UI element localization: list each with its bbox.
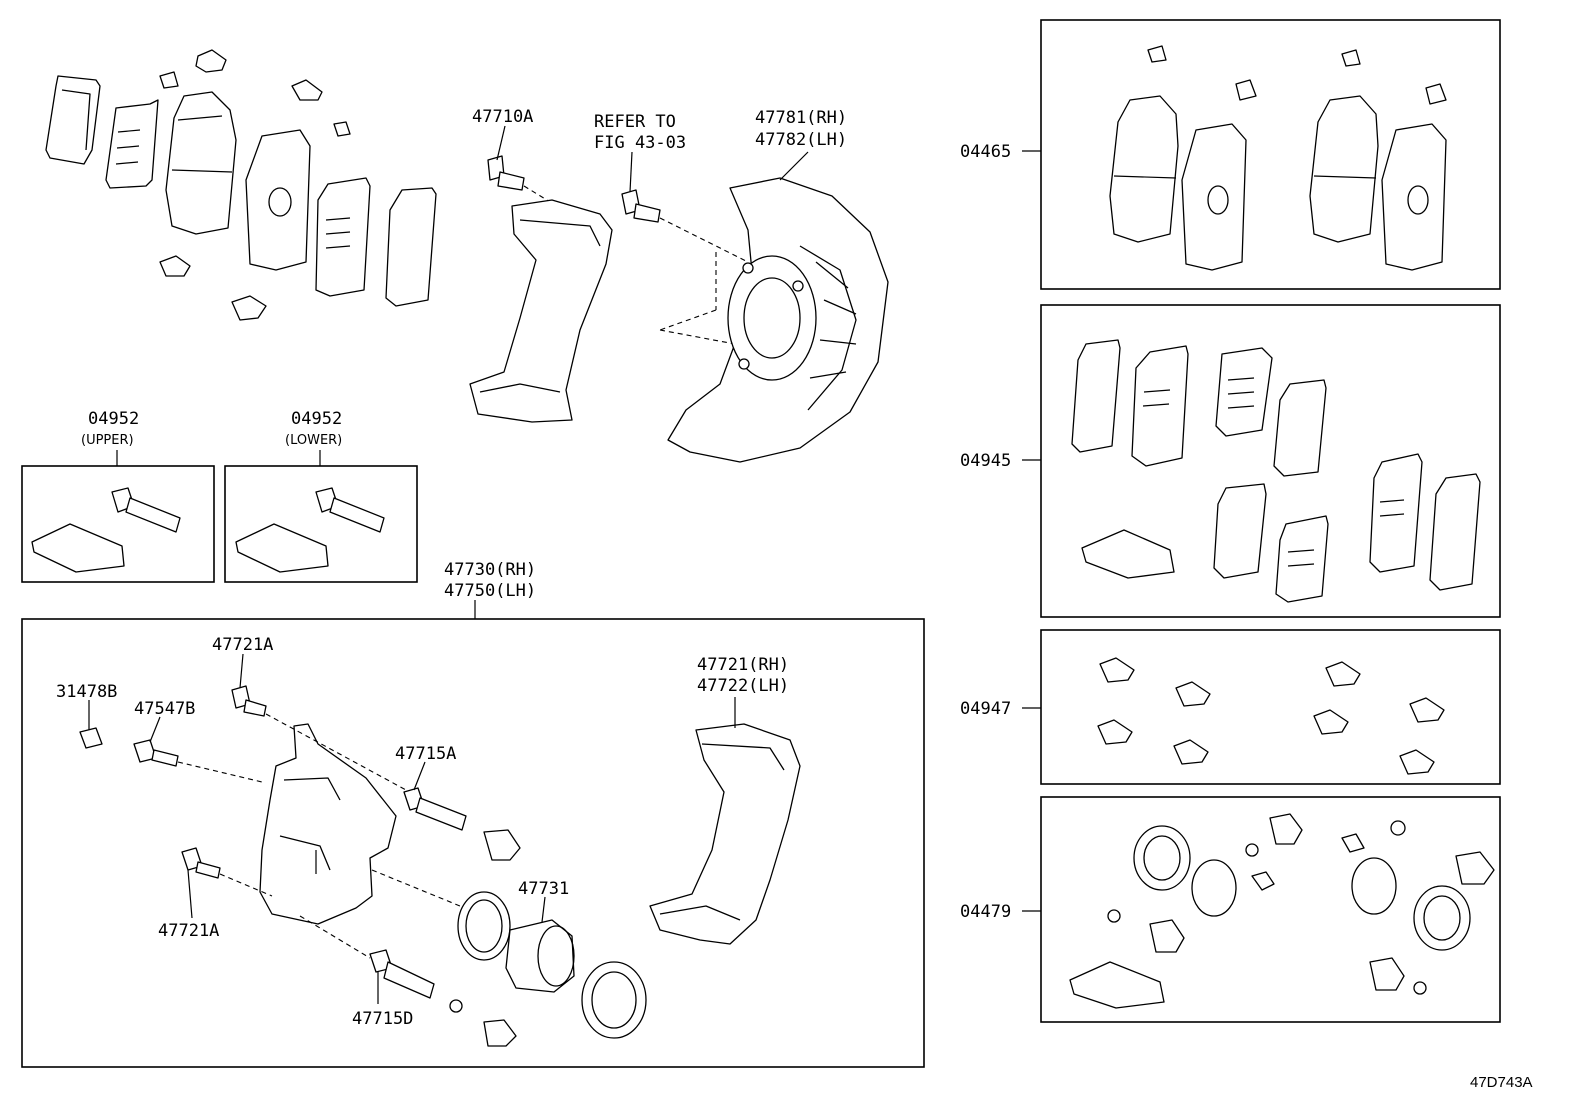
dust-shield-47781-illustration <box>667 177 889 463</box>
shims-04945-illustration <box>1071 339 1481 603</box>
label-upper: (UPPER) <box>81 433 134 448</box>
figure-id: 47D743A <box>1470 1074 1533 1091</box>
box-caliper-assembly <box>21 618 925 1068</box>
caliper-body-illustration <box>259 723 397 925</box>
box-04479 <box>1040 796 1501 1023</box>
clips-04947-illustration <box>1097 657 1445 775</box>
caliper-small-parts-illustration <box>79 685 647 1047</box>
label-47721A-top: 47721A <box>212 635 273 655</box>
leader-47710A <box>496 125 506 161</box>
label-47782: 47782(LH) <box>755 130 847 150</box>
bracket-47721-illustration <box>649 697 801 945</box>
pad-set-exploded-illustration <box>45 49 437 321</box>
leader-47547B <box>149 716 161 743</box>
label-04945: 04945 <box>960 451 1011 471</box>
leader-47731 <box>541 896 546 923</box>
pads-04465-illustration <box>1109 45 1447 271</box>
label-refer-line2: FIG 43-03 <box>594 133 686 153</box>
guide-pin-upper-illustration <box>31 487 181 573</box>
label-47750: 47750(LH) <box>444 581 536 601</box>
label-04465: 04465 <box>960 142 1011 162</box>
leader-47721A-bottom <box>187 869 193 919</box>
bracket-47710A-illustration <box>469 155 613 423</box>
guide-pin-lower-illustration <box>235 487 385 573</box>
box-04952-upper <box>21 465 215 583</box>
box-04947 <box>1040 629 1501 785</box>
label-lower: (LOWER) <box>285 433 342 448</box>
label-04947: 04947 <box>960 699 1011 719</box>
label-refer-line1: REFER TO <box>594 112 676 132</box>
leader-refer <box>629 151 633 193</box>
leader-47721A-top <box>239 653 244 689</box>
label-31478B: 31478B <box>56 682 117 702</box>
label-47721: 47721(RH) <box>697 655 789 675</box>
label-04952-upper: 04952 <box>88 409 139 429</box>
label-47781: 47781(RH) <box>755 108 847 128</box>
box-04952-lower <box>224 465 418 583</box>
refer-bolt-illustration <box>621 189 779 353</box>
label-04952-lower: 04952 <box>291 409 342 429</box>
label-47715D: 47715D <box>352 1009 413 1029</box>
box-04945 <box>1040 304 1501 618</box>
box-04465 <box>1040 19 1501 290</box>
leader-47781 <box>779 151 809 181</box>
label-47715A: 47715A <box>395 744 456 764</box>
seal-kit-04479-illustration <box>1069 813 1495 1009</box>
label-47721A-bottom: 47721A <box>158 921 219 941</box>
label-47730: 47730(RH) <box>444 560 536 580</box>
label-47731: 47731 <box>518 879 569 899</box>
label-47710A: 47710A <box>472 107 533 127</box>
label-04479: 04479 <box>960 902 1011 922</box>
label-47722: 47722(LH) <box>697 676 789 696</box>
leader-47715A <box>413 761 426 791</box>
label-47547B: 47547B <box>134 699 195 719</box>
